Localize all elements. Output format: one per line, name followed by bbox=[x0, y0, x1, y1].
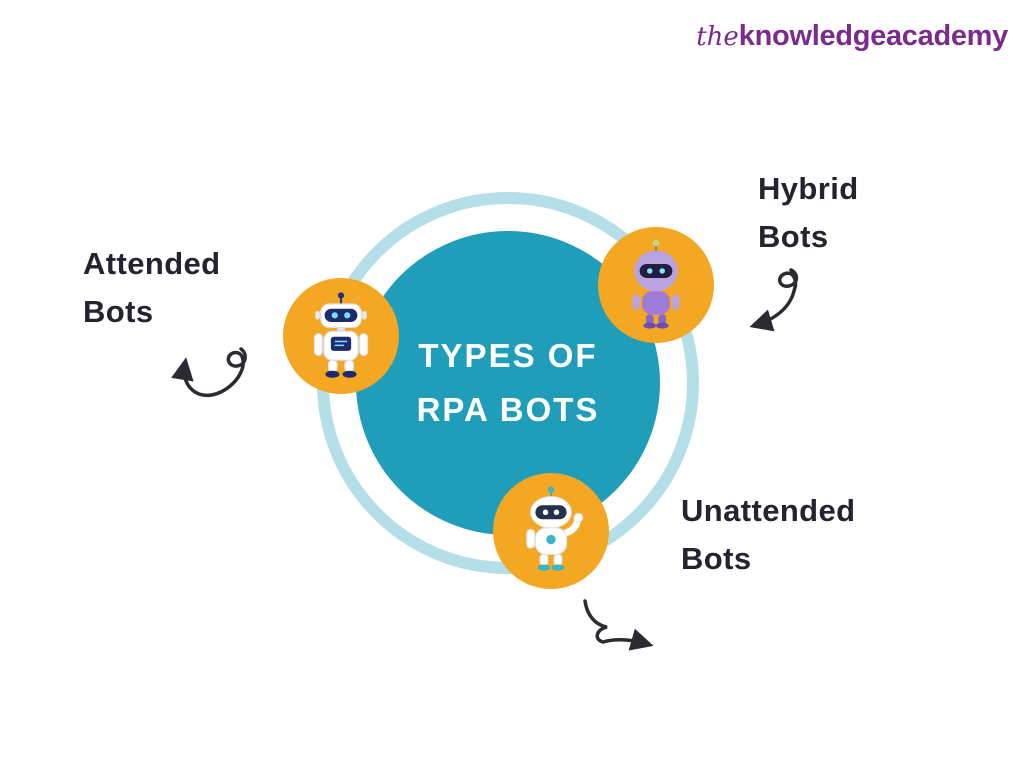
attended-bots-label: Attended Bots bbox=[83, 246, 221, 330]
attended-arrow bbox=[171, 347, 247, 398]
hybrid-arrow bbox=[749, 268, 799, 332]
knowledge-academy-logo: theknowledgeacademy bbox=[696, 20, 1008, 53]
unattended-arrow bbox=[583, 599, 654, 651]
unattended-robot-icon bbox=[526, 486, 584, 571]
hybrid-bots-label: Hybrid Bots bbox=[758, 171, 859, 255]
diagram-title-line2: RPA BOTS bbox=[416, 391, 600, 428]
hybrid-robot-icon bbox=[632, 239, 680, 329]
logo-academy: academy bbox=[885, 20, 1008, 52]
unattended-bots-label: Unattended Bots bbox=[681, 493, 856, 577]
logo-the: the bbox=[696, 22, 739, 52]
diagram-title-line1: TYPES OF bbox=[418, 337, 598, 374]
hybrid-bot-badge bbox=[598, 227, 714, 343]
logo-knowledge: knowledge bbox=[738, 20, 886, 52]
attended-bot-badge bbox=[283, 278, 399, 394]
unattended-bot-badge bbox=[493, 473, 609, 589]
attended-robot-icon bbox=[313, 292, 369, 378]
